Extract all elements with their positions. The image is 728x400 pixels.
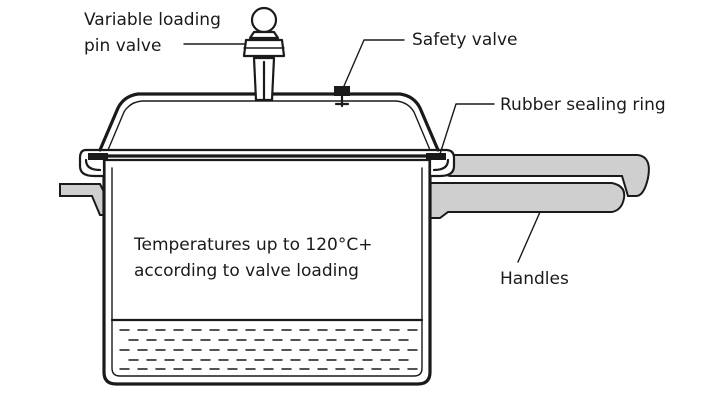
rubber-sealing-ring bbox=[88, 153, 446, 160]
pot-body bbox=[102, 160, 432, 386]
label-temperature-line1: Temperatures up to 120°C+ bbox=[133, 235, 372, 255]
handles-assembly bbox=[425, 154, 650, 219]
label-safety-valve: Safety valve bbox=[412, 30, 518, 50]
left-handle-bracket bbox=[59, 183, 110, 216]
label-temperature-line2: according to valve loading bbox=[134, 261, 359, 281]
safety-valve bbox=[334, 86, 350, 108]
water bbox=[110, 318, 424, 370]
lid-dome bbox=[98, 92, 440, 152]
label-rubber-sealing-ring: Rubber sealing ring bbox=[500, 95, 666, 115]
label-handles: Handles bbox=[500, 269, 569, 289]
water-dashes bbox=[119, 329, 418, 370]
leader-lines bbox=[183, 39, 541, 263]
label-pin-valve-line2: pin valve bbox=[84, 36, 161, 56]
pin-valve bbox=[242, 6, 286, 102]
label-pin-valve-line1: Variable loading bbox=[84, 10, 221, 30]
